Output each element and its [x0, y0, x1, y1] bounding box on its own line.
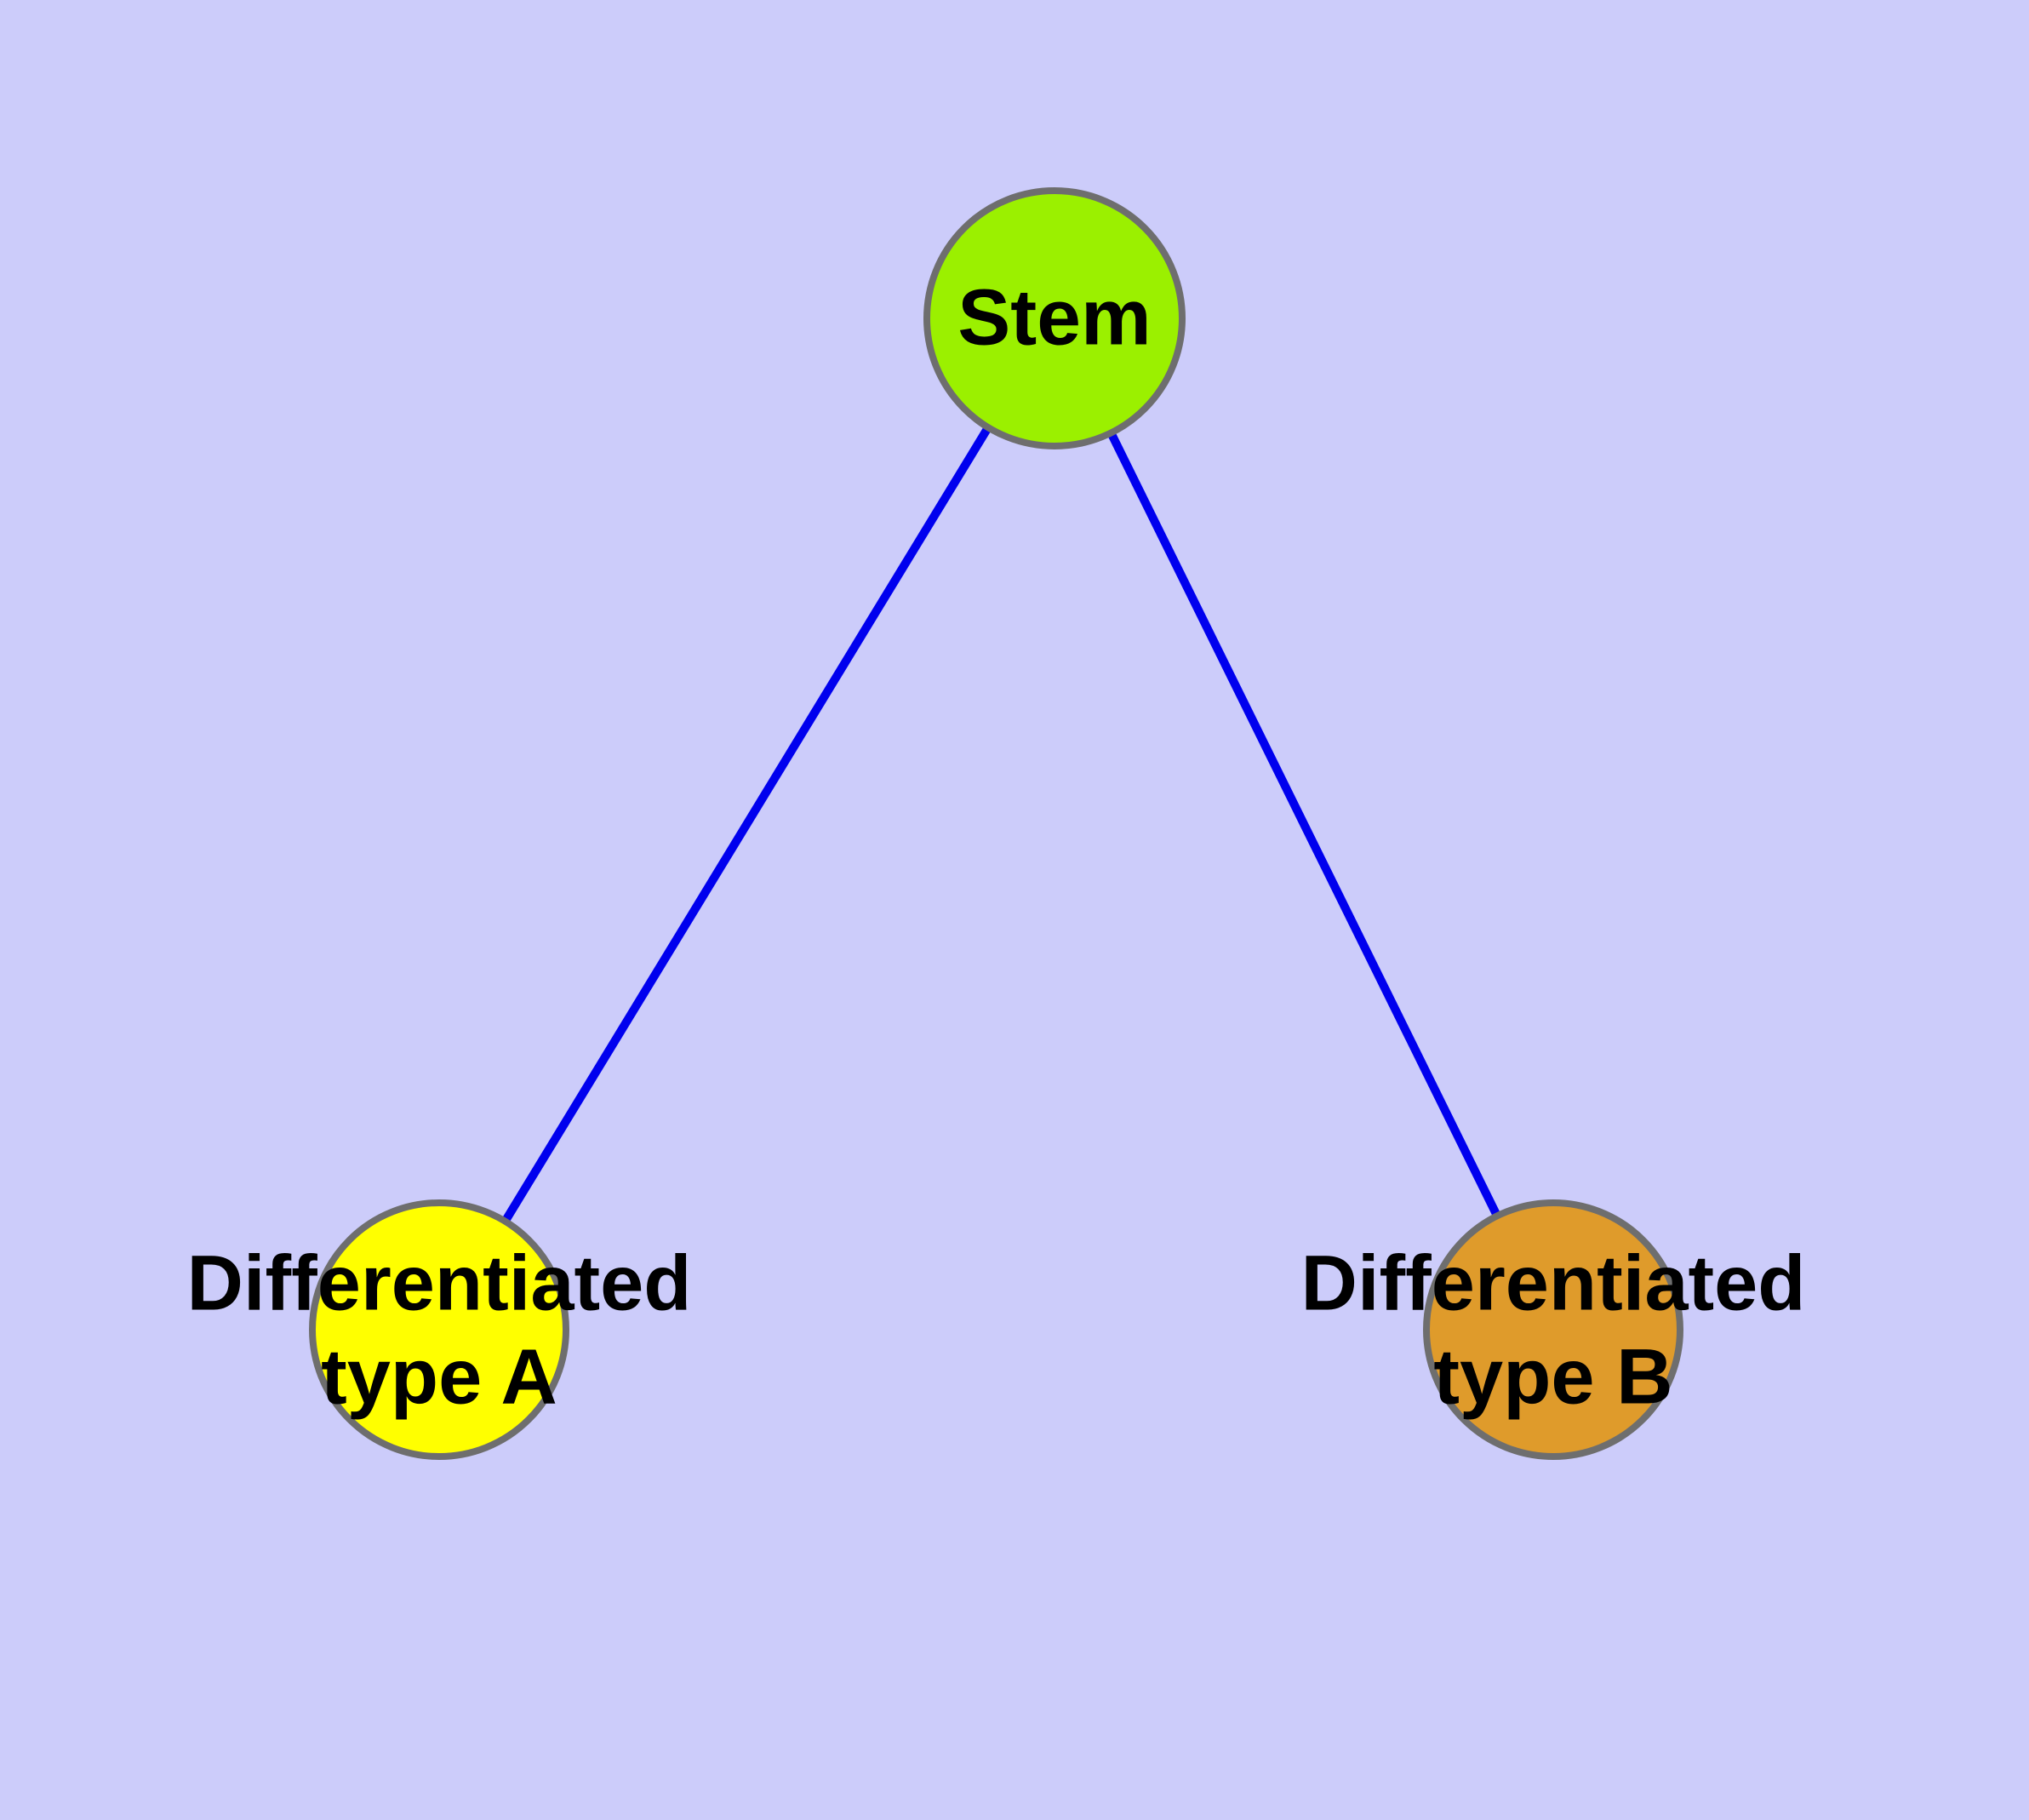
edge-stem-to-type-b[interactable]	[1050, 316, 1557, 1332]
edge-stem-to-type-a[interactable]	[435, 316, 1059, 1332]
node-differentiated-type-b[interactable]: Differentiated type B	[1301, 1199, 1806, 1460]
node-type-b-label-line1: Differentiated	[1301, 1239, 1806, 1326]
edge-layer	[435, 316, 1557, 1332]
node-stem-circle[interactable]	[923, 187, 1186, 449]
node-type-b-circle[interactable]	[1423, 1199, 1683, 1460]
node-type-a-circle[interactable]	[309, 1199, 569, 1460]
node-type-a-label-line1: Differentiated	[187, 1239, 692, 1326]
node-differentiated-type-a[interactable]: Differentiated type A	[187, 1199, 692, 1460]
node-stem-label: Stem	[957, 273, 1151, 362]
node-stem[interactable]: Stem	[923, 187, 1186, 449]
node-type-b-label-line2: type B	[1433, 1333, 1672, 1420]
node-type-a-label-line2: type A	[321, 1333, 557, 1420]
